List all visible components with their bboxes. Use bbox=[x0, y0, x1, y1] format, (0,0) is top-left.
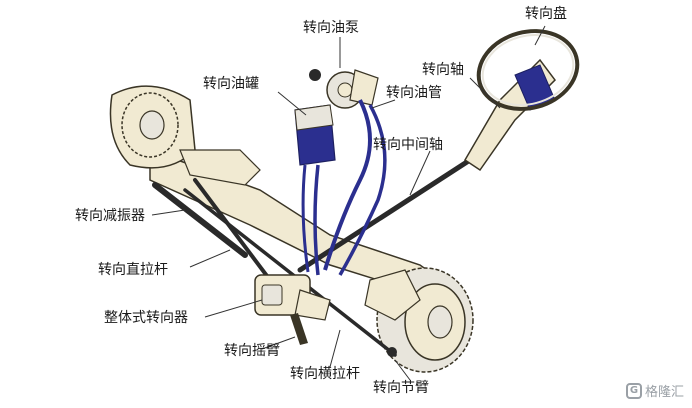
steering-damper bbox=[152, 182, 248, 258]
watermark-logo-icon: G bbox=[625, 382, 642, 399]
left-hub-assembly bbox=[109, 85, 261, 186]
steering-wheel-shape bbox=[476, 29, 580, 111]
oil-pipe-3 bbox=[313, 164, 320, 276]
steering-pump bbox=[309, 69, 379, 109]
label-integral-gear: 整体式转向器 bbox=[104, 310, 188, 326]
label-steering-shaft: 转向轴 bbox=[422, 62, 464, 78]
drag-link bbox=[193, 178, 272, 282]
leader-lines bbox=[151, 25, 546, 381]
tie-rod bbox=[183, 188, 397, 357]
integral-steering-gear bbox=[254, 274, 331, 321]
oil-reservoir bbox=[294, 104, 336, 166]
right-wheel-hub bbox=[364, 267, 474, 373]
watermark: G 格隆汇 bbox=[625, 381, 684, 400]
oil-pipe-2 bbox=[338, 104, 387, 276]
oil-pipe-1 bbox=[323, 99, 372, 271]
label-damper: 转向减振器 bbox=[75, 208, 145, 224]
pitman-arm bbox=[290, 313, 308, 345]
label-knuckle-arm: 转向节臂 bbox=[373, 380, 429, 396]
intermediate-shaft bbox=[297, 157, 473, 273]
label-steering-wheel: 转向盘 bbox=[525, 6, 567, 22]
oil-pipe-4 bbox=[301, 164, 310, 273]
label-intermediate-shaft: 转向中间轴 bbox=[373, 137, 443, 153]
label-drag-link: 转向直拉杆 bbox=[98, 262, 168, 278]
label-tie-rod: 转向横拉杆 bbox=[290, 366, 360, 382]
label-pitman-arm: 转向摇臂 bbox=[224, 343, 280, 359]
watermark-text: 格隆汇 bbox=[644, 385, 684, 400]
label-steering-pump: 转向油泵 bbox=[303, 20, 359, 36]
label-oil-pipe: 转向油管 bbox=[386, 85, 442, 101]
label-reservoir: 转向油罐 bbox=[203, 76, 259, 92]
